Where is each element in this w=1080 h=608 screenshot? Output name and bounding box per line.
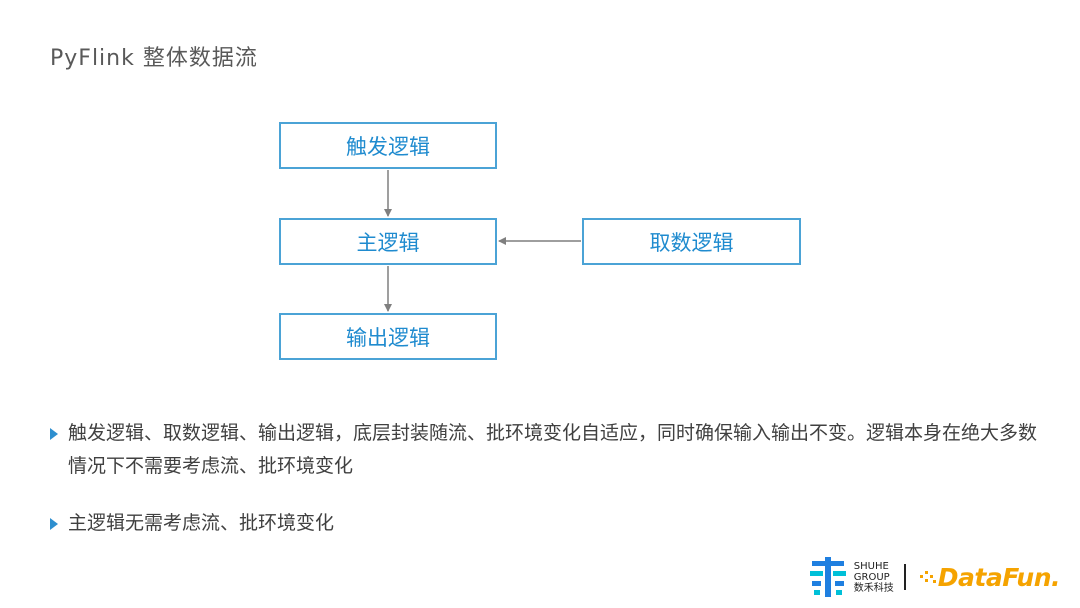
- bullet-item: 主逻辑无需考虑流、批环境变化: [50, 507, 1040, 540]
- bullet-item: 触发逻辑、取数逻辑、输出逻辑，底层封装随流、批环境变化自适应，同时确保输入输出不…: [50, 417, 1040, 483]
- node-output-logic: 输出逻辑: [279, 313, 497, 360]
- bullet-list: 触发逻辑、取数逻辑、输出逻辑，底层封装随流、批环境变化自适应，同时确保输入输出不…: [50, 417, 1040, 540]
- bullet-triangle-icon: [50, 428, 58, 440]
- shuhe-logo-text: SHUHE GROUP 数禾科技: [854, 561, 894, 594]
- shuhe-line2: GROUP: [853, 571, 890, 583]
- node-fetch-logic: 取数逻辑: [582, 218, 801, 265]
- shuhe-line1: SHUHE: [853, 560, 889, 572]
- shuhe-logo-icon: [809, 557, 846, 597]
- datafun-logo-text: DataFun.: [937, 562, 1061, 592]
- footer-logos: SHUHE GROUP 数禾科技 DataFun.: [809, 554, 1061, 600]
- shuhe-line3: 数禾科技: [853, 582, 894, 594]
- page-title: PyFlink 整体数据流: [50, 46, 258, 71]
- bullet-text: 主逻辑无需考虑流、批环境变化: [68, 512, 335, 534]
- bullet-text: 触发逻辑、取数逻辑、输出逻辑，底层封装随流、批环境变化自适应，同时确保输入输出不…: [68, 422, 1038, 477]
- datafun-dots-icon: [919, 571, 936, 583]
- bullet-triangle-icon: [50, 518, 58, 530]
- node-trigger-logic: 触发逻辑: [279, 122, 497, 169]
- logo-divider: [903, 564, 906, 590]
- node-main-logic: 主逻辑: [279, 218, 497, 265]
